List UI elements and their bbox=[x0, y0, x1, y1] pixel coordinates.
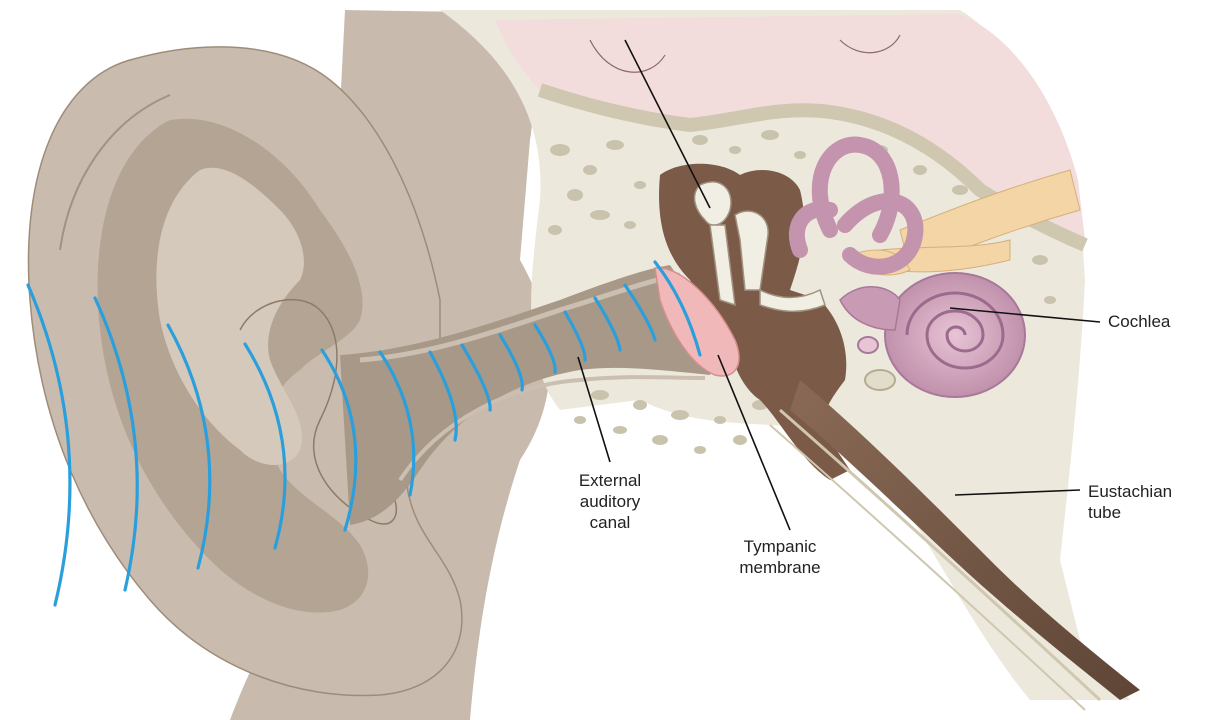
label-external-line1: External bbox=[555, 470, 665, 491]
label-tympanic-line2: membrane bbox=[725, 557, 835, 578]
label-external-line3: canal bbox=[555, 512, 665, 533]
label-cochlea: Cochlea bbox=[1108, 311, 1170, 332]
round-window bbox=[858, 337, 878, 353]
label-eustachian-tube: Eustachian tube bbox=[1088, 481, 1172, 523]
label-tympanic-line1: Tympanic bbox=[725, 536, 835, 557]
label-eustachian-line2: tube bbox=[1088, 502, 1172, 523]
label-tympanic-membrane: Tympanic membrane bbox=[725, 536, 835, 578]
carotid-canal bbox=[865, 370, 895, 390]
label-external-auditory-canal: External auditory canal bbox=[555, 470, 665, 533]
label-external-line2: auditory bbox=[555, 491, 665, 512]
label-eustachian-line1: Eustachian bbox=[1088, 481, 1172, 502]
label-cochlea-text: Cochlea bbox=[1108, 312, 1170, 331]
